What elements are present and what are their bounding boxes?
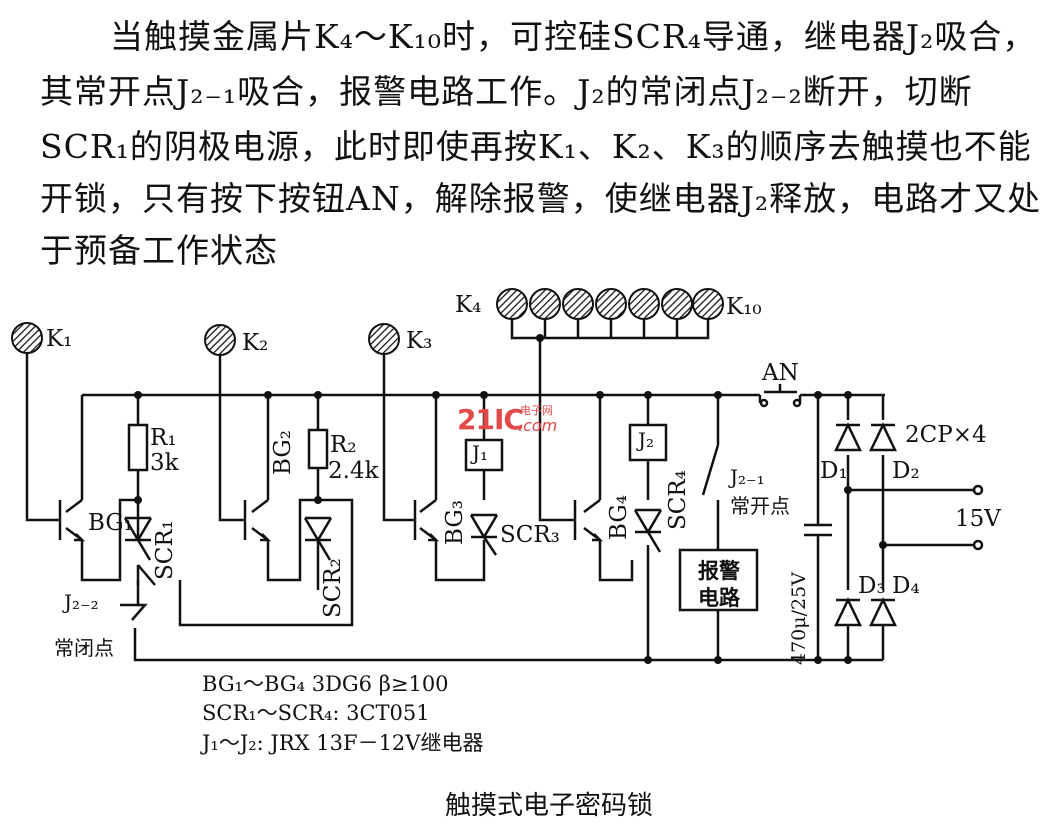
- label-d2: D₂: [892, 458, 920, 484]
- relay-j1: [464, 438, 504, 472]
- relay-j2: [628, 423, 668, 462]
- label-d1: D₁: [820, 458, 848, 484]
- diode-d2: [869, 422, 897, 452]
- label-k4: K₄: [455, 292, 482, 318]
- label-capacitor: 470μ/25V: [788, 572, 810, 665]
- diode-d3: [834, 597, 862, 627]
- label-j2-1: J₂₋₁: [730, 465, 765, 489]
- watermark-subtitle: 电子网: [520, 404, 553, 417]
- label-r1: R₁: [150, 425, 177, 451]
- paragraph-line-2: 其常开点J₂₋₁吸合，报警电路工作。J₂的常闭点J₂₋₂断开，切断: [40, 72, 973, 111]
- label-scr1: SCR₁: [152, 520, 178, 580]
- label-bg1: BG₁: [88, 510, 133, 536]
- watermark-domain: .com: [518, 416, 558, 435]
- label-r2-value: 2.4k: [328, 458, 379, 484]
- label-scr3: SCR₃: [500, 522, 560, 548]
- label-j2-2: J₂₋₂: [64, 590, 99, 614]
- label-no-point: 常开点: [730, 494, 790, 518]
- parts-list-line1: BG₁～BG₄ 3DG6 β≥100: [202, 672, 449, 696]
- scr2-symbol: [303, 516, 333, 561]
- junction-dots: [134, 334, 887, 664]
- label-k2: K₂: [242, 330, 269, 356]
- label-voltage: 15V: [955, 506, 1001, 532]
- label-k10: K₁₀: [726, 294, 762, 320]
- scr3-symbol: [469, 513, 499, 556]
- figure-caption: 触摸式电子密码锁: [445, 791, 654, 821]
- label-scr4: SCR₄: [665, 470, 691, 530]
- label-nc-point: 常闭点: [54, 636, 114, 660]
- terminal-bottom: [972, 539, 984, 551]
- terminal-top: [972, 484, 984, 496]
- label-scr2: SCR₂: [320, 558, 346, 618]
- label-j1: J₁: [472, 441, 489, 465]
- scr1-symbol: [123, 516, 153, 561]
- emitter-arrow-1: [74, 533, 86, 542]
- parts-list-line3: J₁～J₂: JRX 13F－12V继电器: [202, 731, 484, 755]
- touch-pad-k3: [368, 323, 400, 355]
- label-alarm-line1: 报警: [698, 558, 740, 583]
- label-diode-type: 2CP×4: [905, 422, 987, 448]
- label-d4: D₄: [892, 573, 920, 599]
- touch-pad-k2: [204, 324, 236, 356]
- touch-pads-k4-k10: [496, 288, 724, 340]
- label-d3: D₃: [858, 573, 886, 599]
- scr4-symbol: [633, 508, 663, 553]
- label-r2: R₂: [330, 432, 357, 458]
- label-r1-value: 3k: [150, 450, 179, 476]
- paragraph-line-1: 当触摸金属片K₄～K₁₀时，可控硅SCR₄导通，继电器J₂吸合，: [110, 17, 1037, 56]
- an-button: [758, 384, 802, 408]
- paragraph-line-5: 于预备工作状态: [40, 231, 278, 270]
- label-bg4: BG₄: [606, 495, 632, 540]
- label-bg2: BG₂: [270, 430, 296, 475]
- label-k3: K₃: [406, 328, 433, 354]
- resistor-r1: [127, 423, 149, 472]
- diode-d1: [834, 422, 862, 452]
- parts-list-line2: SCR₁～SCR₄: 3CT051: [202, 701, 430, 725]
- paragraph-line-3: SCR₁的阴极电源，此时即使再按K₁、K₂、K₃的顺序去触摸也不能: [40, 127, 1032, 166]
- touch-pad-k1: [11, 322, 43, 354]
- label-alarm-line2: 电路: [698, 585, 740, 610]
- label-k1: K₁: [46, 326, 73, 352]
- diode-d4: [869, 597, 897, 627]
- watermark-logo: 21IC: [457, 403, 524, 436]
- label-j2: J₂: [638, 428, 655, 452]
- paragraph-line-4: 开锁，只有按下按钮AN，解除报警，使继电器J₂释放，电路才又处: [40, 179, 1042, 218]
- resistor-r2: [307, 428, 329, 470]
- label-an: AN: [762, 360, 799, 386]
- label-bg3: BG₃: [442, 500, 468, 545]
